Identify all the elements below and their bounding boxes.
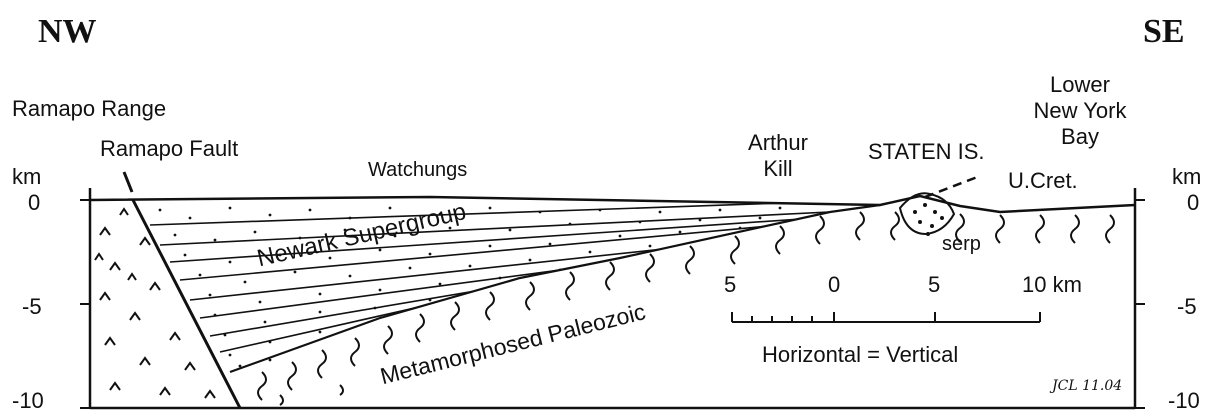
depth-unit-right: km: [1172, 166, 1201, 188]
serpentinite-body: [900, 193, 954, 236]
arthur-kill-line-2: Kill: [728, 158, 828, 180]
scale-tick-10: 10 km: [1022, 274, 1082, 296]
upper-cretaceous-label: U.Cret.: [1008, 170, 1078, 192]
depth-tick-0-right: 0: [1187, 192, 1199, 214]
cretaceous-contact-line: [925, 176, 980, 197]
arthur-kill-label: Arthur Kill: [728, 132, 828, 180]
ramapo-range-label: Ramapo Range: [12, 98, 166, 120]
depth-tick-0-left: 0: [28, 192, 40, 214]
depth-tick-5-left: -5: [22, 296, 42, 318]
lower-ny-bay-line-2: New York: [1005, 100, 1155, 122]
serpentinite-label: serp: [942, 234, 981, 254]
author-signature: JCL 11.04: [1052, 378, 1122, 394]
ramapo-fault-line: [124, 172, 240, 408]
scale-bar: [732, 312, 1040, 322]
lower-ny-bay-line-3: Bay: [1005, 126, 1155, 148]
ramapo-fault-label: Ramapo Fault: [100, 138, 238, 160]
depth-tick-5-right: -5: [1177, 296, 1197, 318]
scale-tick-0: 0: [828, 274, 840, 296]
staten-island-label: STATEN IS.: [868, 141, 985, 163]
ramapo-basement-unit: [95, 209, 215, 398]
arthur-kill-line-1: Arthur: [728, 132, 828, 154]
scale-note: Horizontal = Vertical: [762, 344, 958, 366]
depth-tick-10-left: -10: [12, 390, 44, 412]
scale-tick-5-left: 5: [724, 274, 736, 296]
lower-new-york-bay-label: Lower New York Bay: [1005, 74, 1155, 148]
depth-tick-10-right: -10: [1168, 390, 1200, 412]
depth-unit-left: km: [12, 166, 41, 188]
lower-ny-bay-line-1: Lower: [1005, 74, 1155, 96]
watchungs-label: Watchungs: [368, 160, 467, 180]
scale-tick-5-right: 5: [928, 274, 940, 296]
